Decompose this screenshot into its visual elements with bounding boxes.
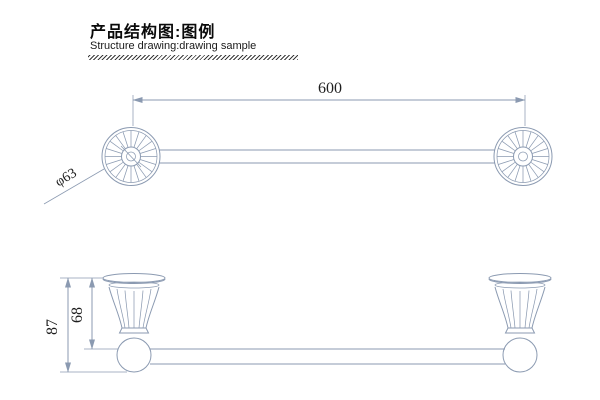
dimension-68: 68: [69, 277, 118, 350]
left-post: [102, 273, 166, 373]
front-view: 600 φ63: [43, 80, 552, 205]
page-subtitle: Structure drawing:drawing sample: [90, 40, 257, 52]
right-rosette: [494, 128, 552, 186]
left-rosette: [102, 128, 160, 186]
length-dimension-label: 600: [318, 80, 342, 97]
diameter-dimension-label: φ63: [53, 166, 80, 190]
side-view: 87 68: [44, 273, 552, 373]
upper-height-label: 68: [69, 307, 86, 323]
title-hatch-underline: [88, 55, 298, 60]
dimension-87: 87: [44, 277, 127, 373]
towel-bar-side: [150, 348, 505, 365]
dimension-600: 600: [132, 80, 526, 126]
page-title: 产品结构图:图例: [90, 24, 216, 41]
towel-bar-front: [159, 149, 495, 164]
diameter-dimension: φ63: [43, 166, 105, 205]
right-post: [488, 273, 552, 373]
total-height-label: 87: [44, 319, 61, 335]
